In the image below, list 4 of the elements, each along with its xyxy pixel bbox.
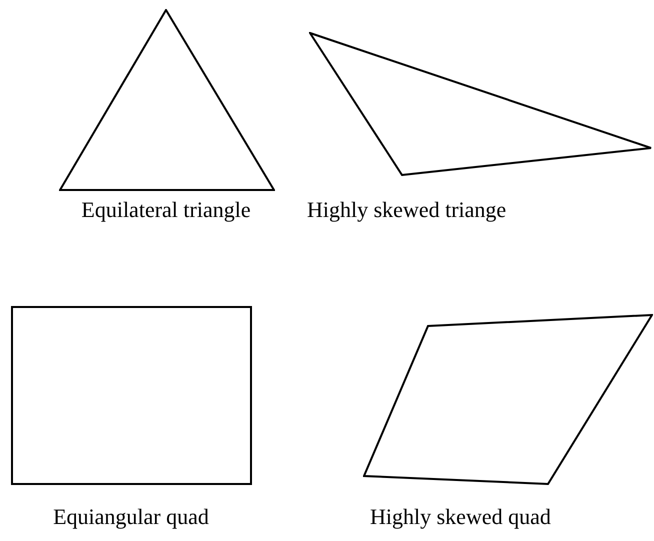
shape-caption: Highly skewed triange [307,196,506,224]
shape-caption: Highly skewed quad [370,503,551,531]
shape-caption: Equiangular quad [53,503,209,531]
shape-caption: Equilateral triangle [81,196,251,224]
